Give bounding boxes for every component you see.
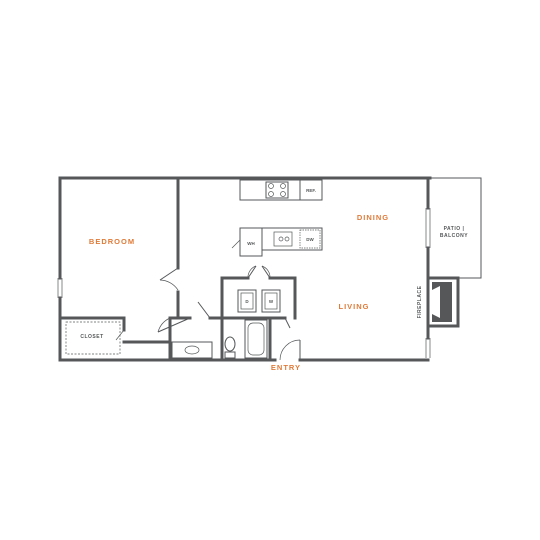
patio-label-line2: BALCONY — [440, 233, 468, 239]
refrigerator: REF. — [299, 179, 323, 201]
water-heater-label: WH — [247, 241, 255, 246]
fireplace-label: FIREPLACE — [417, 285, 423, 318]
washer-label: W — [269, 299, 274, 304]
kitchen-island: DW — [261, 227, 323, 251]
dryer-label: D — [245, 299, 249, 304]
exterior-walls — [58, 176, 432, 362]
bedroom-label: BEDROOM — [89, 237, 135, 246]
windows — [57, 208, 431, 358]
closet-label: CLOSET — [80, 334, 103, 340]
bathroom-fixtures — [171, 319, 268, 359]
laundry: D W — [237, 289, 281, 313]
entry-label: ENTRY — [271, 363, 301, 372]
interior-walls — [58, 176, 297, 362]
kitchen-counter — [239, 179, 301, 201]
dining-label: DINING — [357, 213, 389, 222]
patio-label-line1: PATIO | — [444, 226, 465, 232]
refrigerator-label: REF. — [306, 188, 316, 193]
entry-door — [279, 339, 301, 361]
living-label: LIVING — [338, 302, 369, 311]
fireplace: FIREPLACE — [417, 276, 460, 328]
water-heater-closet: WH — [231, 227, 263, 257]
dishwasher-label: DW — [306, 237, 314, 242]
